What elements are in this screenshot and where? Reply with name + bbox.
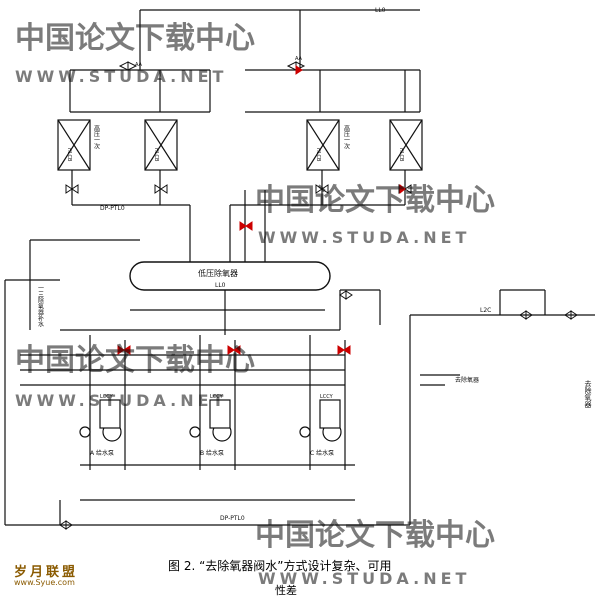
top-line-label: LL0 <box>375 7 386 14</box>
svg-text:中国论文下载中心: 中国论文下载中心 <box>255 518 495 553</box>
pump-c-label: C 给水泵 <box>310 449 334 457</box>
svg-text:WWW.STUDA.NET: WWW.STUDA.NET <box>15 67 227 86</box>
valve-icon <box>154 184 168 194</box>
heater-label: HLCB <box>153 148 159 162</box>
watermarks: 中国论文下载中心 WWW.STUDA.NET 中国论文下载中心 WWW.STUD… <box>15 21 495 588</box>
valve-icon <box>339 290 353 300</box>
figure-caption-cont: 性差 <box>275 584 297 597</box>
red-valve-icon <box>227 345 241 355</box>
watermark-small: 岁月联盟 <box>14 565 79 580</box>
heater-label: HLCB <box>398 148 404 162</box>
pump-b-motor <box>209 399 231 429</box>
ctrl-label: LCCY <box>320 394 334 400</box>
pump-a-motor <box>99 399 121 429</box>
figure-caption: 图 2. “去除氧器阀水”方式设计复杂、可用 <box>168 559 392 573</box>
valve-icon <box>118 61 138 71</box>
hp-heaters <box>57 119 423 171</box>
red-valve-icon <box>117 345 131 355</box>
side-right-label: 去除氧器 <box>455 376 479 384</box>
deaerator-label: 低压除氧器 <box>198 268 238 278</box>
piping <box>4 9 595 526</box>
valve-icon <box>315 184 329 194</box>
heater-label: HLCB <box>66 148 72 162</box>
valve-icon <box>59 520 73 530</box>
l-line-label: L2C <box>480 307 491 314</box>
hp-left-label: 高压一次 <box>93 124 100 150</box>
valve-icon <box>65 184 79 194</box>
valve-label: AA <box>295 56 303 62</box>
side-left-label: 一三除氧器补水 <box>37 285 44 327</box>
red-valve-icon <box>337 345 351 355</box>
annotations: LL0 DP-PTL0 DP-PTL0 L2C AA AA HLCB HLCB … <box>37 7 593 522</box>
feed-pumps <box>79 399 342 442</box>
red-valves <box>117 65 406 355</box>
pump-b-label: B 给水泵 <box>200 449 224 457</box>
svg-text:WWW.STUDA.NET: WWW.STUDA.NET <box>258 569 470 588</box>
svg-text:WWW.STUDA.NET: WWW.STUDA.NET <box>258 228 470 247</box>
red-valve-icon <box>295 65 303 75</box>
watermark-url: www.Syue.com <box>14 578 75 587</box>
dp-line-label: DP-PTL0 <box>100 205 125 212</box>
remove-deaerator-label: 去除氧器 <box>584 379 592 409</box>
deaerator-tank: 低压除氧器 LL0 <box>129 261 331 291</box>
gauge-a <box>79 426 91 438</box>
deaerator-sublabel: LL0 <box>215 282 226 289</box>
svg-text:中国论文下载中心: 中国论文下载中心 <box>15 343 255 378</box>
gauge-b <box>189 426 201 438</box>
valve-icon <box>519 310 533 320</box>
ctrl-label: LCCY <box>100 394 114 400</box>
heater-label: HLCB <box>315 148 321 162</box>
svg-text:WWW.STUDA.NET: WWW.STUDA.NET <box>15 391 227 410</box>
red-valve-icon <box>399 183 406 195</box>
valve-label: AA <box>135 62 143 68</box>
pump-c-motor <box>319 399 341 429</box>
hp-right-label: 高压一次 <box>343 124 350 150</box>
svg-text:中国论文下载中心: 中国论文下载中心 <box>255 183 495 218</box>
valve-icon <box>564 310 578 320</box>
gauge-c <box>299 426 311 438</box>
ctrl-label: LCCY <box>210 394 224 400</box>
dp-line-label-bottom: DP-PTL0 <box>220 515 245 522</box>
svg-text:中国论文下载中心: 中国论文下载中心 <box>15 21 255 56</box>
red-valve-icon <box>239 221 253 231</box>
pump-a-label: A 给水泵 <box>90 449 114 457</box>
